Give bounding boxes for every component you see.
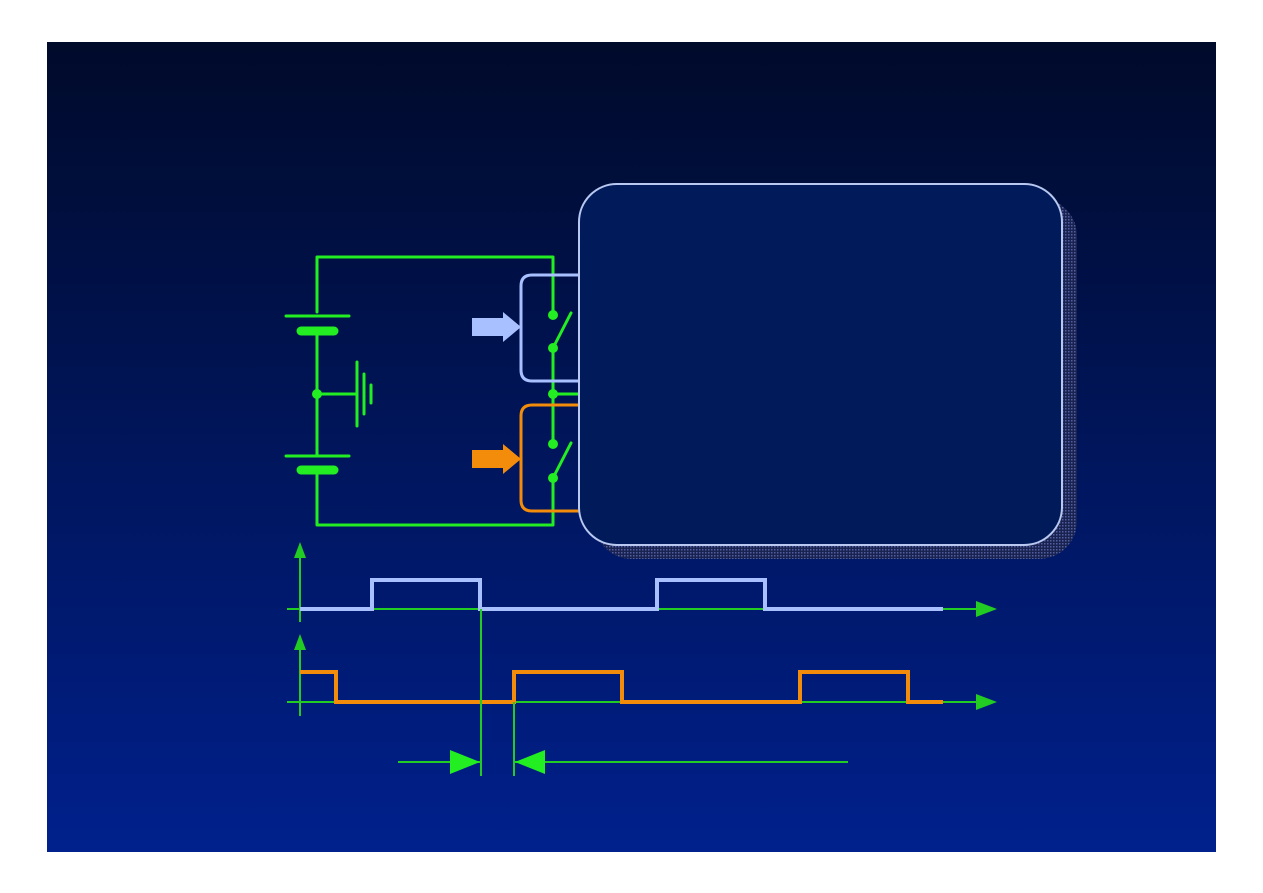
upper-y-axis-arrowhead xyxy=(294,542,306,558)
upper-switch-drive-frame xyxy=(519,273,600,383)
output-node xyxy=(548,389,558,399)
lower-switch-top-contact xyxy=(548,439,558,449)
right-arrow-icon xyxy=(472,312,521,342)
battery-midpoint-node xyxy=(312,389,322,399)
lower-switch-signal-waveform xyxy=(300,670,943,704)
upper-switch-top-contact xyxy=(548,310,558,320)
battery-icon xyxy=(284,454,351,475)
upper-switch-bottom-contact xyxy=(548,343,558,353)
upper-switch-blade xyxy=(551,311,573,350)
upper-switch-signal-waveform xyxy=(300,578,943,611)
upper-time-axis-arrowhead xyxy=(976,601,997,617)
lower-switch-blade xyxy=(551,441,573,480)
callout-box xyxy=(578,183,1063,546)
right-arrow-icon xyxy=(472,444,521,474)
battery-icon xyxy=(284,314,351,336)
bottom-rail-wire xyxy=(315,468,555,527)
lower-switch-bottom-contact xyxy=(548,473,558,483)
ground-icon xyxy=(355,360,373,428)
dead-time-left-arrowhead xyxy=(450,750,480,774)
top-rail-wire xyxy=(315,255,555,317)
lower-y-axis-arrowhead xyxy=(294,634,306,650)
circuit-nodes xyxy=(312,310,558,483)
lower-switch-drive-frame xyxy=(519,403,600,513)
dead-time-right-arrowhead xyxy=(515,750,545,774)
lower-time-axis-arrowhead xyxy=(976,694,997,710)
